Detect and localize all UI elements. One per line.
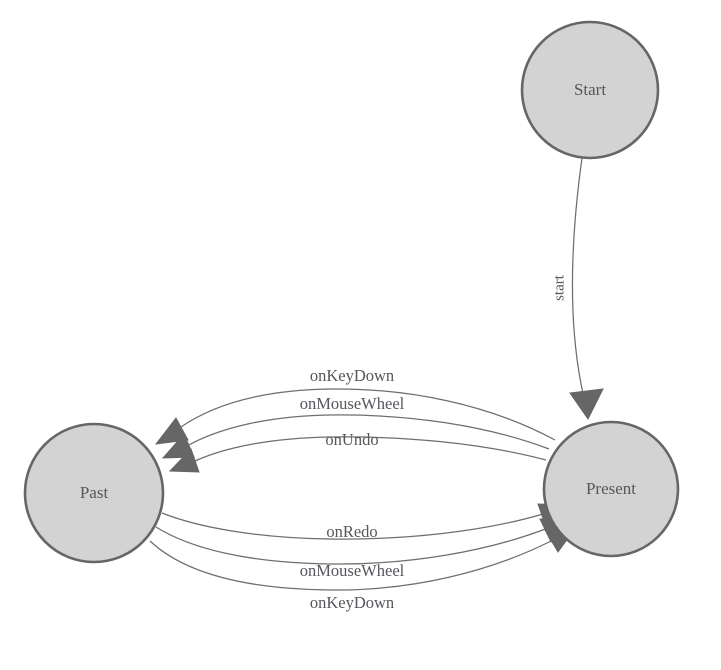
node-past[interactable]: Past	[23, 422, 165, 564]
edge-present-to-past-onmousewheel[interactable]: onMouseWheel	[161, 394, 550, 459]
edge-present-to-past-onmousewheel-arrowhead	[161, 433, 195, 459]
node-past-circle	[23, 422, 165, 564]
edge-present-to-past-onkeydown-arrowhead	[154, 417, 189, 445]
edge-label-start: start	[551, 274, 567, 301]
edge-present-to-past-onundo-arrowhead	[168, 448, 200, 473]
edge-past-to-present-onredo-path	[161, 512, 544, 540]
node-start[interactable]: Start	[520, 20, 660, 160]
edge-past-to-present-onmousewheel-path	[155, 526, 549, 565]
edge-present-to-past-onundo[interactable]: onUndo	[168, 430, 547, 473]
edge-label-present-past-onkeydown: onKeyDown	[310, 366, 394, 385]
edge-start-to-present-arrowhead	[569, 388, 604, 420]
node-present-label: Present	[586, 479, 636, 498]
edge-present-to-past-onkeydown-path	[177, 388, 556, 441]
edge-past-to-present-onkeydown-path	[149, 538, 556, 591]
node-present-circle	[542, 420, 680, 558]
edge-past-to-present-onredo[interactable]: onRedo	[161, 503, 569, 541]
node-start-label: Start	[574, 80, 606, 99]
edge-label-past-present-onredo: onRedo	[326, 522, 377, 541]
node-present[interactable]: Present	[542, 420, 680, 558]
node-past-label: Past	[80, 483, 109, 502]
edge-start-to-present-path	[571, 157, 585, 399]
edge-present-to-past-onmousewheel-path	[186, 414, 550, 450]
node-start-circle	[520, 20, 660, 160]
edge-present-to-past-onkeydown[interactable]: onKeyDown	[154, 366, 556, 445]
edge-label-past-present-onmousewheel: onMouseWheel	[300, 561, 405, 580]
edge-label-present-past-onundo: onUndo	[325, 430, 378, 449]
edge-present-to-past-onundo-path	[194, 436, 547, 462]
edge-start-to-present[interactable]: start	[551, 157, 604, 420]
edge-label-past-present-onkeydown: onKeyDown	[310, 593, 394, 612]
edge-label-present-past-onmousewheel: onMouseWheel	[300, 394, 405, 413]
